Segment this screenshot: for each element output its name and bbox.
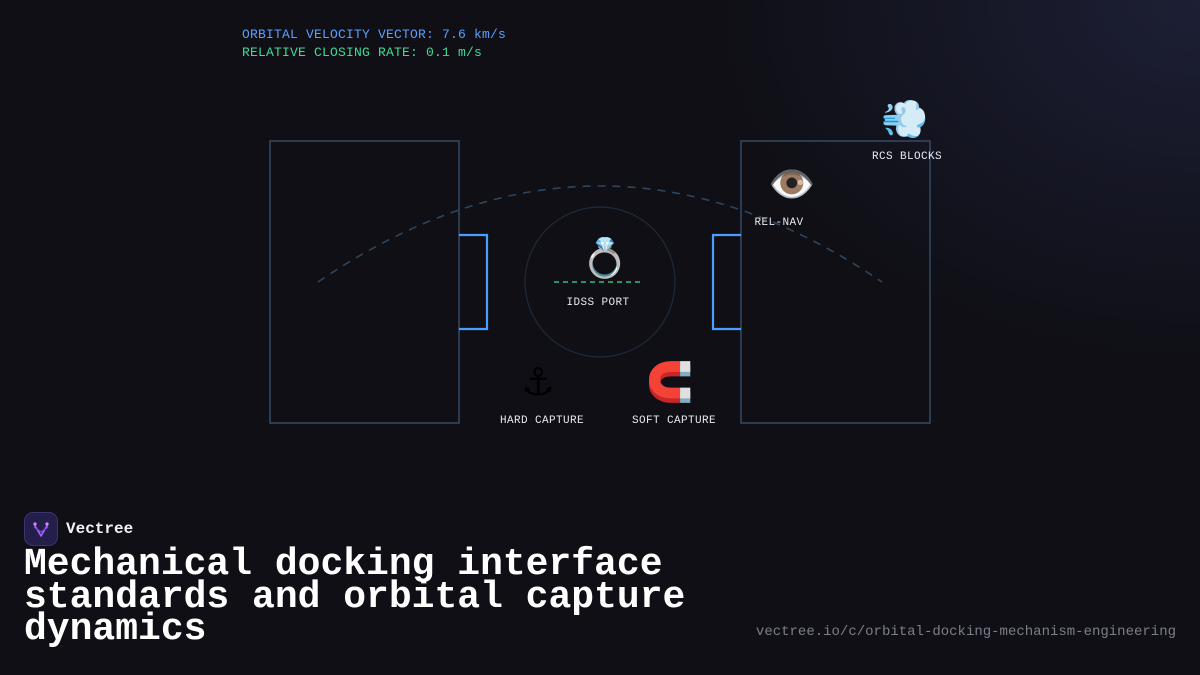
chaser-docking-port	[459, 233, 489, 331]
approach-trajectory-arc	[317, 185, 883, 283]
source-url: vectree.io/c/orbital-docking-mechanism-e…	[755, 624, 1176, 640]
target-docking-port	[711, 233, 741, 331]
idss-port-ring	[524, 206, 676, 358]
dash-wind-icon: 💨	[881, 97, 929, 141]
soft-capture-label: SOFT CAPTURE	[631, 415, 717, 427]
hard-capture-label: HARD CAPTURE	[499, 415, 585, 427]
chaser-module	[269, 140, 460, 424]
telemetry-readout: ORBITAL VELOCITY VECTOR: 7.6 km/s RELATI…	[242, 26, 506, 62]
vectree-logo-icon	[24, 512, 58, 546]
rel-nav-label: REL-NAV	[754, 217, 804, 229]
page-title: Mechanical docking interface standards a…	[24, 543, 686, 651]
velocity-readout: ORBITAL VELOCITY VECTOR: 7.6 km/s	[242, 27, 507, 42]
magnet-icon: 🧲	[646, 360, 694, 404]
target-module	[740, 140, 931, 424]
eye-icon: 👁️	[768, 162, 816, 206]
idss-port-label: IDSS PORT	[566, 297, 630, 309]
brand: Vectree	[24, 512, 133, 546]
anchor-icon: ⚓	[520, 360, 556, 404]
brand-name: Vectree	[66, 520, 134, 538]
rcs-blocks-label: RCS BLOCKS	[871, 151, 943, 163]
closing-rate-readout: RELATIVE CLOSING RATE: 0.1 m/s	[242, 45, 483, 60]
ring-icon: 💍	[581, 236, 629, 280]
